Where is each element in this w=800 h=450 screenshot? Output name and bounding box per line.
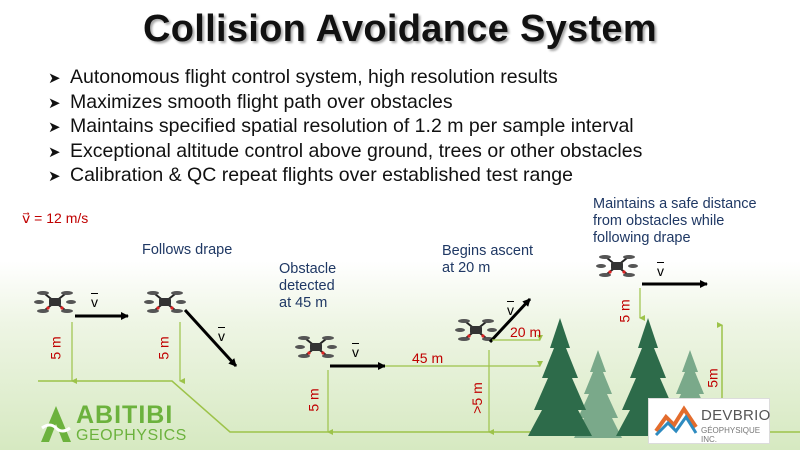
- drone-icon: [143, 290, 187, 314]
- bullet-item: ➤Calibration & QC repeat flights over es…: [48, 164, 642, 189]
- terrain-line: [38, 380, 800, 433]
- distance-45m-label: 45 m: [412, 350, 444, 366]
- distance-5m-tree-label: 5m: [704, 368, 721, 388]
- arrow-bullet-icon: ➤: [48, 168, 61, 186]
- follows-drape-label: Follows drape: [142, 242, 233, 258]
- bullet-item: ➤Maximizes smooth flight path over obsta…: [48, 91, 642, 116]
- slide-title: Collision Avoidance System: [143, 8, 657, 50]
- obstacle-detected-label: Obstacle detected at 45 m: [279, 261, 337, 311]
- distance-5m-label: 5 m: [47, 336, 64, 360]
- velocity-label: v⃗ = 12 m/s: [22, 210, 89, 226]
- arrow-bullet-icon: ➤: [48, 70, 61, 87]
- arrow-bullet-icon: ➤: [48, 119, 61, 137]
- bullet-item: ➤Exceptional altitude control above grou…: [48, 140, 642, 165]
- devbrio-logo: DEVBRIO GÉOPHYSIQUE INC.: [648, 398, 770, 444]
- arrow-bullet-icon: ➤: [48, 143, 61, 161]
- vector-label: v: [507, 302, 514, 318]
- distance-5m-label: 5 m: [155, 336, 172, 360]
- vector-label: v: [657, 263, 664, 279]
- distance-5m-label: 5 m: [305, 388, 322, 412]
- distance-gt5m-label: >5 m: [468, 382, 485, 414]
- bullet-list: ➤Autonomous flight control system, high …: [48, 66, 642, 189]
- distance-5m-label: 5 m: [616, 299, 633, 323]
- safe-distance-label: Maintains a safe distance from obstacles…: [593, 196, 757, 246]
- abitibi-logo-icon: [41, 406, 71, 442]
- devbrio-logo-icon: [654, 405, 698, 437]
- velocity-arrow: [183, 308, 238, 368]
- vector-label: v: [91, 294, 98, 310]
- vector-label: v: [352, 344, 359, 360]
- drone-icon: [33, 290, 77, 314]
- drone-icon: [454, 318, 498, 342]
- bullet-item: ➤Autonomous flight control system, high …: [48, 66, 642, 91]
- drone-icon: [294, 335, 338, 359]
- vector-label: v: [218, 328, 225, 344]
- bullet-item: ➤Maintains specified spatial resolution …: [48, 115, 642, 140]
- drone-icon: [595, 254, 639, 278]
- distance-20m-label: 20 m: [510, 324, 542, 340]
- velocity-arrow: [488, 297, 532, 344]
- arrow-bullet-icon: ➤: [48, 94, 61, 112]
- begins-ascent-label: Begins ascent at 20 m: [442, 243, 534, 276]
